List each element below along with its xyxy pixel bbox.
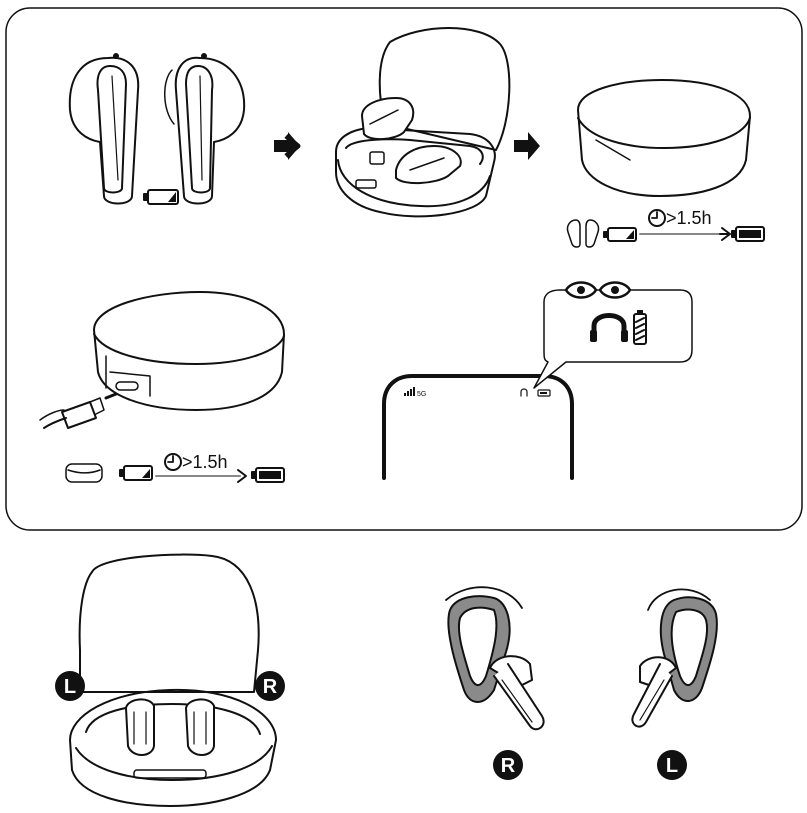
charging-case-icon — [66, 464, 102, 482]
right-ear-marker-badge: R — [493, 750, 523, 780]
charging-case — [94, 292, 284, 410]
earbuds-small-icon — [567, 220, 598, 247]
svg-text:R: R — [501, 755, 516, 777]
closed-case — [578, 80, 750, 196]
phone-outline — [384, 376, 572, 478]
usb-c-cable-icon — [40, 394, 116, 428]
left-ear-diagram — [632, 589, 717, 726]
battery-low-icon — [120, 466, 152, 480]
svg-text:L: L — [666, 755, 678, 777]
right-marker-badge: R — [255, 671, 285, 701]
network-label: 5G — [417, 391, 426, 398]
eye-icon — [600, 283, 630, 298]
notification-bubble — [534, 290, 692, 388]
battery-full-icon — [732, 227, 764, 241]
left-marker-badge: L — [55, 671, 85, 701]
clock-icon — [165, 454, 181, 470]
battery-status-icon — [538, 390, 550, 396]
arrow-right-icon — [514, 132, 540, 160]
battery-full-icon — [252, 468, 284, 482]
svg-text:L: L — [64, 676, 76, 698]
svg-text:R: R — [263, 676, 278, 698]
arrow-right-icon — [720, 228, 730, 240]
signal-icon — [404, 387, 415, 396]
left-ear-marker-badge: L — [657, 750, 687, 780]
clock-icon — [649, 210, 665, 226]
open-case-with-earbuds — [336, 28, 509, 216]
case-earbuds-diagram — [70, 555, 276, 806]
headphones-status-icon — [521, 389, 527, 396]
earbuds-pair — [70, 54, 244, 204]
eye-icon — [566, 283, 596, 298]
duration-label: >1.5h — [666, 208, 712, 228]
battery-low-icon — [144, 190, 178, 204]
right-ear-diagram — [446, 587, 544, 729]
duration-label: >1.5h — [182, 452, 228, 472]
battery-low-icon — [604, 228, 636, 241]
